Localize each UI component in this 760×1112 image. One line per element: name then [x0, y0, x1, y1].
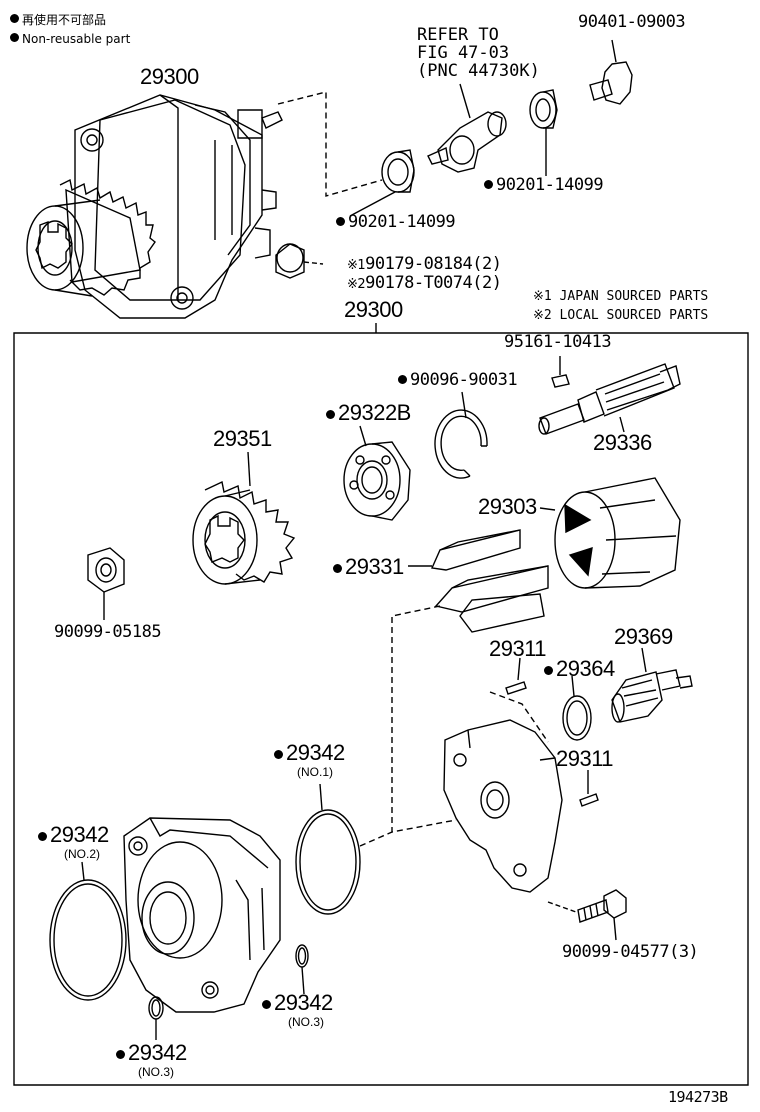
rotor-drawing — [540, 478, 680, 588]
dot-icon — [398, 375, 407, 384]
diagram-id: 194273B — [668, 1088, 728, 1106]
bolt-drawing — [548, 890, 626, 940]
oil-seal-right-drawing — [530, 90, 557, 176]
part-90099-04577: 90099-04577(3) — [562, 942, 699, 962]
pin-a-drawing — [506, 658, 526, 694]
dot-icon — [333, 564, 342, 573]
dot-icon — [262, 1000, 271, 1009]
part-29331: 29331 — [333, 556, 404, 578]
hub-cap-drawing — [276, 244, 323, 278]
part-90099-05185: 90099-05185 — [54, 622, 162, 642]
part-90201-14099-left: 90201-14099 — [336, 212, 456, 232]
cover-plate-drawing — [444, 720, 562, 892]
part-29342-no3b-text: 29342 — [274, 990, 333, 1015]
part-29369: 29369 — [614, 624, 673, 649]
oil-seal-left-drawing — [350, 150, 414, 216]
part-29342-no3b: 29342 — [262, 992, 333, 1014]
dot-icon — [10, 14, 19, 23]
dashed-leader-pin — [490, 692, 548, 742]
legend-en-text: Non-reusable part — [22, 32, 131, 46]
part-29351: 29351 — [213, 426, 272, 451]
part-90178-T0074: ※290178-T0074(2) — [347, 273, 502, 293]
dot-icon — [274, 750, 283, 759]
part-29342-no3a: 29342 — [116, 1042, 187, 1064]
valve-drawing — [612, 648, 692, 722]
part-90401-09003: 90401-09003 — [578, 12, 686, 32]
part-29342-no1: 29342 — [274, 742, 345, 764]
part-90096-text: 90096-90031 — [410, 370, 518, 390]
mark-2: ※2 — [347, 277, 366, 292]
legend-jp-text: 再使用不可部品 — [22, 13, 107, 27]
part-90201-14099-right: 90201-14099 — [484, 175, 604, 195]
reference-line2: FIG 47-03 — [417, 43, 510, 63]
check-valve-drawing — [428, 84, 506, 172]
part-29322B-text: 29322B — [338, 400, 411, 425]
part-29303: 29303 — [478, 494, 537, 519]
dot-icon — [10, 33, 19, 42]
oring-no3b-drawing — [296, 945, 308, 994]
drive-gear-drawing — [193, 452, 294, 584]
part-29336: 29336 — [593, 430, 652, 455]
part-29342-no3a-text: 29342 — [128, 1040, 187, 1065]
note-japan: ※1 JAPAN SOURCED PARTS — [533, 289, 709, 304]
sublabel-no2: (NO.2) — [64, 847, 100, 861]
pin-b-drawing — [580, 770, 598, 806]
part-29342-no2-text: 29342 — [50, 822, 109, 847]
dot-icon — [116, 1050, 125, 1059]
part-90179-text: 90179-08184(2) — [365, 254, 502, 274]
reference-line3: (PNC 44730K) — [417, 61, 540, 81]
dashed-leader-vanes — [392, 606, 456, 832]
key-drawing — [552, 356, 569, 387]
dot-icon — [38, 832, 47, 841]
part-29364-text: 29364 — [556, 656, 615, 681]
legend-en: Non-reusable part — [10, 33, 130, 45]
legend-jp: 再使用不可部品 — [10, 14, 106, 26]
snap-ring-drawing — [435, 392, 487, 478]
dot-icon — [484, 180, 493, 189]
part-90201-right-text: 90201-14099 — [496, 175, 604, 195]
part-95161-10413: 95161-10413 — [504, 332, 612, 352]
part-90179-08184: ※190179-08184(2) — [347, 254, 502, 274]
mark-1: ※1 — [347, 258, 366, 273]
sublabel-no3b: (NO.3) — [288, 1015, 324, 1029]
part-29311-b: 29311 — [556, 746, 614, 771]
part-29342-no1-text: 29342 — [286, 740, 345, 765]
part-90096-90031: 90096-90031 — [398, 370, 518, 390]
part-29342-no2: 29342 — [38, 824, 109, 846]
dot-icon — [326, 410, 335, 419]
part-29300-box: 29300 — [344, 297, 403, 322]
oring-no2-drawing — [50, 862, 126, 1000]
nut-drawing — [88, 548, 124, 620]
rotor-shaft-drawing — [539, 364, 680, 434]
dot-icon — [336, 217, 345, 226]
oring-no3a-drawing — [149, 997, 163, 1040]
note-local: ※2 LOCAL SOURCED PARTS — [533, 308, 709, 323]
subassembly-frame — [14, 323, 748, 1085]
part-29322B: 29322B — [326, 402, 411, 424]
vacuum-pump-assembly-drawing — [27, 95, 282, 318]
part-29364: 29364 — [544, 658, 615, 680]
sublabel-no3a: (NO.3) — [138, 1065, 174, 1079]
union-bolt-drawing — [590, 40, 632, 104]
leader-plate-oring — [360, 832, 392, 846]
oring-no1-drawing — [296, 784, 360, 914]
part-29331-text: 29331 — [345, 554, 404, 579]
vanes-drawing — [408, 530, 548, 632]
pump-housing-drawing — [124, 818, 280, 1012]
reference-line1: REFER TO — [417, 25, 499, 45]
bearing-drawing — [344, 426, 410, 520]
part-29311-a: 29311 — [489, 636, 547, 661]
dot-icon — [544, 666, 553, 675]
part-29300-top: 29300 — [140, 64, 199, 89]
reference-note: REFER TO FIG 47-03 (PNC 44730K) — [417, 26, 540, 80]
part-90201-left-text: 90201-14099 — [348, 212, 456, 232]
part-90178-text: 90178-T0074(2) — [365, 273, 502, 293]
sublabel-no1: (NO.1) — [297, 765, 333, 779]
dashed-leader-top — [278, 92, 382, 196]
oring-29364-drawing — [563, 676, 591, 740]
